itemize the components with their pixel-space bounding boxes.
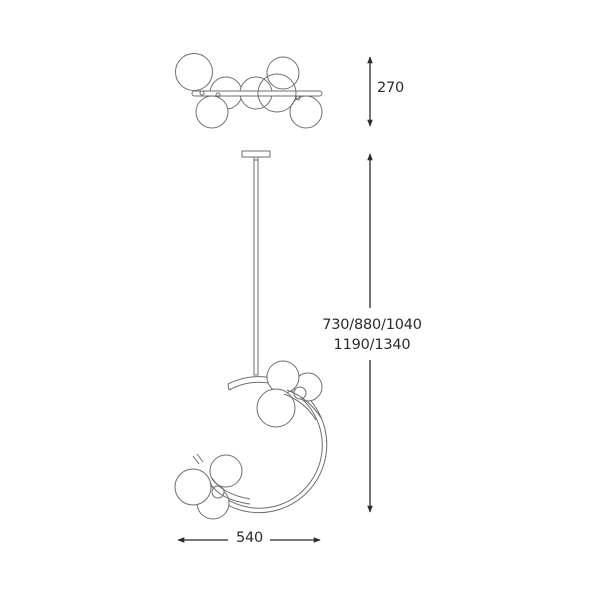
dimension-label-width: 540 [232,530,268,546]
globe-front-small-1 [293,386,307,400]
dimension-lines [177,56,373,543]
overall-height-line1: 730/880/1040 [322,317,422,333]
top-view [175,53,323,129]
globe-front-5 [209,454,243,488]
globe-top-5 [195,95,229,129]
globe-front-2 [266,360,300,394]
globe-top-7 [257,73,297,113]
globe-top-3 [266,56,300,90]
globe-front-6 [174,468,212,506]
overall-height-line2: 1190/1340 [333,337,411,353]
front-view [174,150,328,520]
ceiling-canopy [241,150,271,158]
suspension-rod [253,156,259,376]
globe-top-6 [175,53,213,91]
globe-front-3 [256,388,296,428]
top-view-bar [191,90,323,97]
dimension-label-overall-height: 730/880/1040 1190/1340 [313,315,431,355]
dimension-label-top-height: 270 [377,80,405,96]
